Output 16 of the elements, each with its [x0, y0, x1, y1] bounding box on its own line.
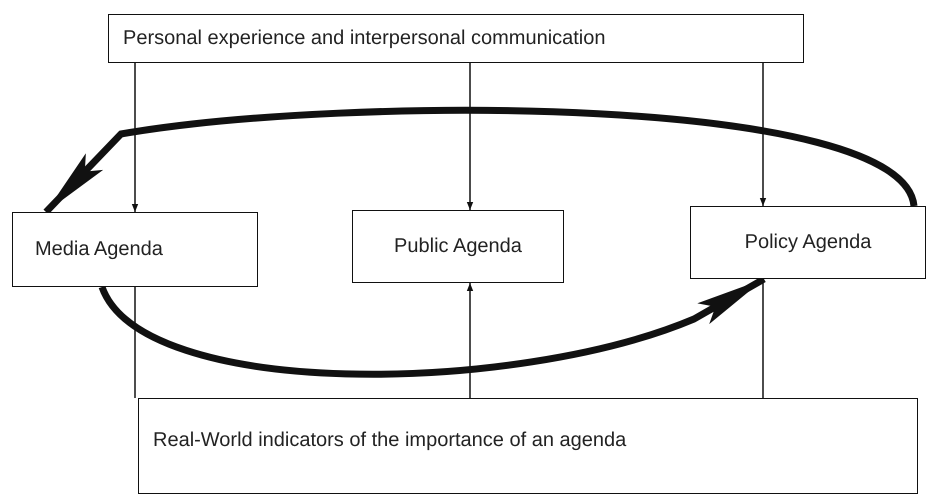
connector-line: [134, 287, 136, 398]
curved-arrow: [43, 107, 918, 214]
agenda-box: [12, 212, 258, 287]
box-label: Media Agenda: [35, 238, 163, 261]
arrow: [760, 63, 766, 206]
arrow: [132, 63, 138, 212]
box-label: Real-World indicators of the importance of an agenda: [153, 429, 626, 452]
arrow: [466, 283, 474, 398]
arrow: [466, 63, 474, 210]
box-label: Public Agenda: [394, 235, 522, 258]
box-label: Personal experience and interpersonal communication: [123, 27, 606, 50]
agenda-box: [690, 206, 926, 279]
box-label: Policy Agenda: [744, 231, 872, 254]
agenda-box: [138, 398, 918, 494]
agenda-box: [108, 14, 804, 63]
agenda-box: [352, 210, 564, 283]
